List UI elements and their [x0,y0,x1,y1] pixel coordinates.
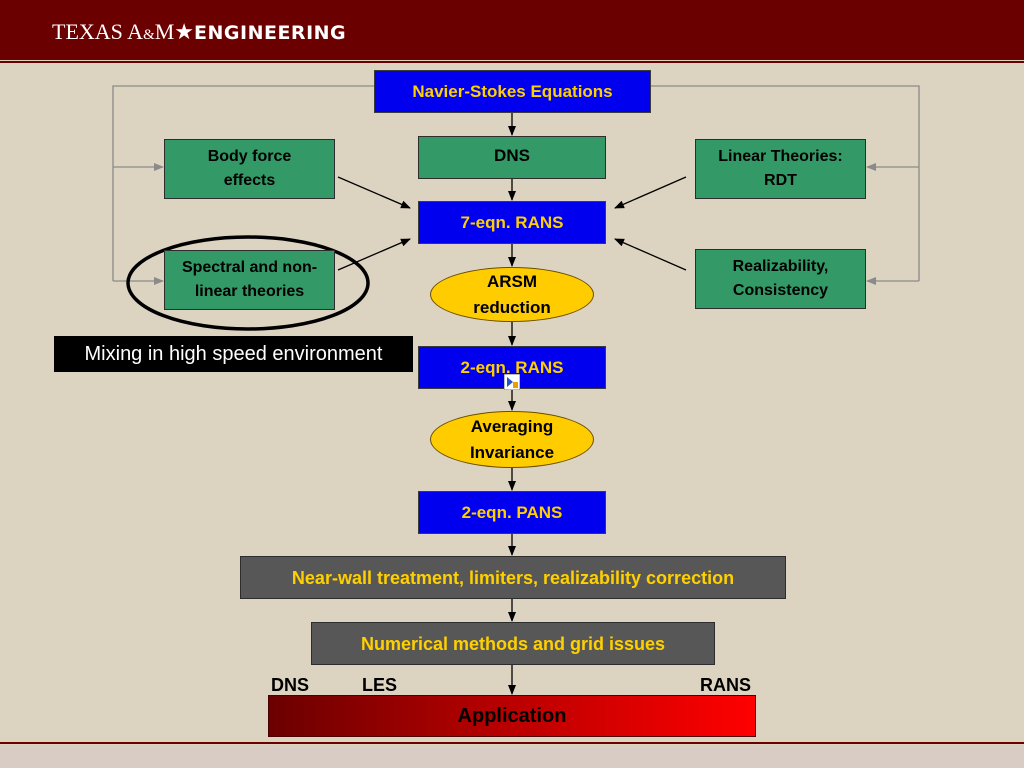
arsm-oval: ARSM reduction [430,267,594,322]
arrow-realizability-to-7eqn [614,238,687,271]
application-label: Application [457,705,567,727]
realizability-line2: Consistency [732,282,829,299]
linear-theories-box: Linear Theories: RDT [695,139,866,199]
body-force-box: Body force effects [164,139,335,199]
two-eqn-pans-box: 2-eqn. PANS [418,491,606,534]
seven-eqn-rans-label: 7-eqn. RANS [460,212,564,232]
header-bar: TEXAS A&M★ENGINEERING [0,0,1024,60]
arrow-spectral-to-7eqn [337,238,411,271]
feedback-line-right [651,85,920,281]
logo-text-m: M [154,19,175,44]
highlight-ellipse [126,235,370,331]
cursor-icon [504,374,520,390]
scale-label-les: LES [362,675,398,695]
spectral-line2: linear theories [194,283,305,300]
numerical-methods-box: Numerical methods and grid issues [311,622,715,665]
header-divider [0,61,1024,63]
logo-text-engineering: ENGINEERING [194,22,347,44]
realizability-line1: Realizability, [732,258,829,275]
navier-stokes-box: Navier-Stokes Equations [374,70,651,113]
application-bar: Application [268,695,756,737]
arrow-linear-to-7eqn [614,176,687,209]
two-eqn-rans-box: 2-eqn. RANS [418,346,606,389]
linear-theories-line1: Linear Theories: [718,148,843,165]
dns-box: DNS [418,136,606,179]
feedback-line-left [112,85,374,281]
realizability-box: Realizability, Consistency [695,249,866,309]
arsm-line2: reduction [473,297,551,317]
scale-label-dns: DNS [271,675,310,695]
seven-eqn-rans-box: 7-eqn. RANS [418,201,606,244]
spectral-box: Spectral and non- linear theories [164,250,335,310]
near-wall-box: Near-wall treatment, limiters, realizabi… [240,556,786,599]
logo-text-texas-a: TEXAS A [52,19,144,44]
dns-label: DNS [494,146,530,165]
averaging-oval: Averaging Invariance [430,411,594,468]
texas-am-engineering-logo: TEXAS A&M★ENGINEERING [52,18,346,49]
near-wall-label: Near-wall treatment, limiters, realizabi… [291,567,735,588]
star-icon: ★ [174,19,195,44]
arrow-bodyforce-to-7eqn [337,176,411,209]
spectral-line1: Spectral and non- [181,259,318,276]
body-force-line1: Body force [207,148,292,165]
averaging-line1: Averaging [470,416,554,436]
logo-text-ampersand: & [143,27,155,43]
two-eqn-rans-label: 2-eqn. RANS [460,357,564,377]
two-eqn-pans-label: 2-eqn. PANS [461,502,563,522]
arsm-line1: ARSM [486,271,538,291]
footer-bar [0,745,1024,768]
body-force-line2: effects [223,172,276,189]
footer-divider [0,742,1024,744]
linear-theories-line2: RDT [764,172,797,189]
mixing-callout-label: Mixing in high speed environment [54,336,413,372]
averaging-line2: Invariance [469,442,555,462]
navier-stokes-label: Navier-Stokes Equations [412,81,613,101]
scale-label-rans: RANS [700,675,752,695]
numerical-methods-label: Numerical methods and grid issues [360,633,666,654]
